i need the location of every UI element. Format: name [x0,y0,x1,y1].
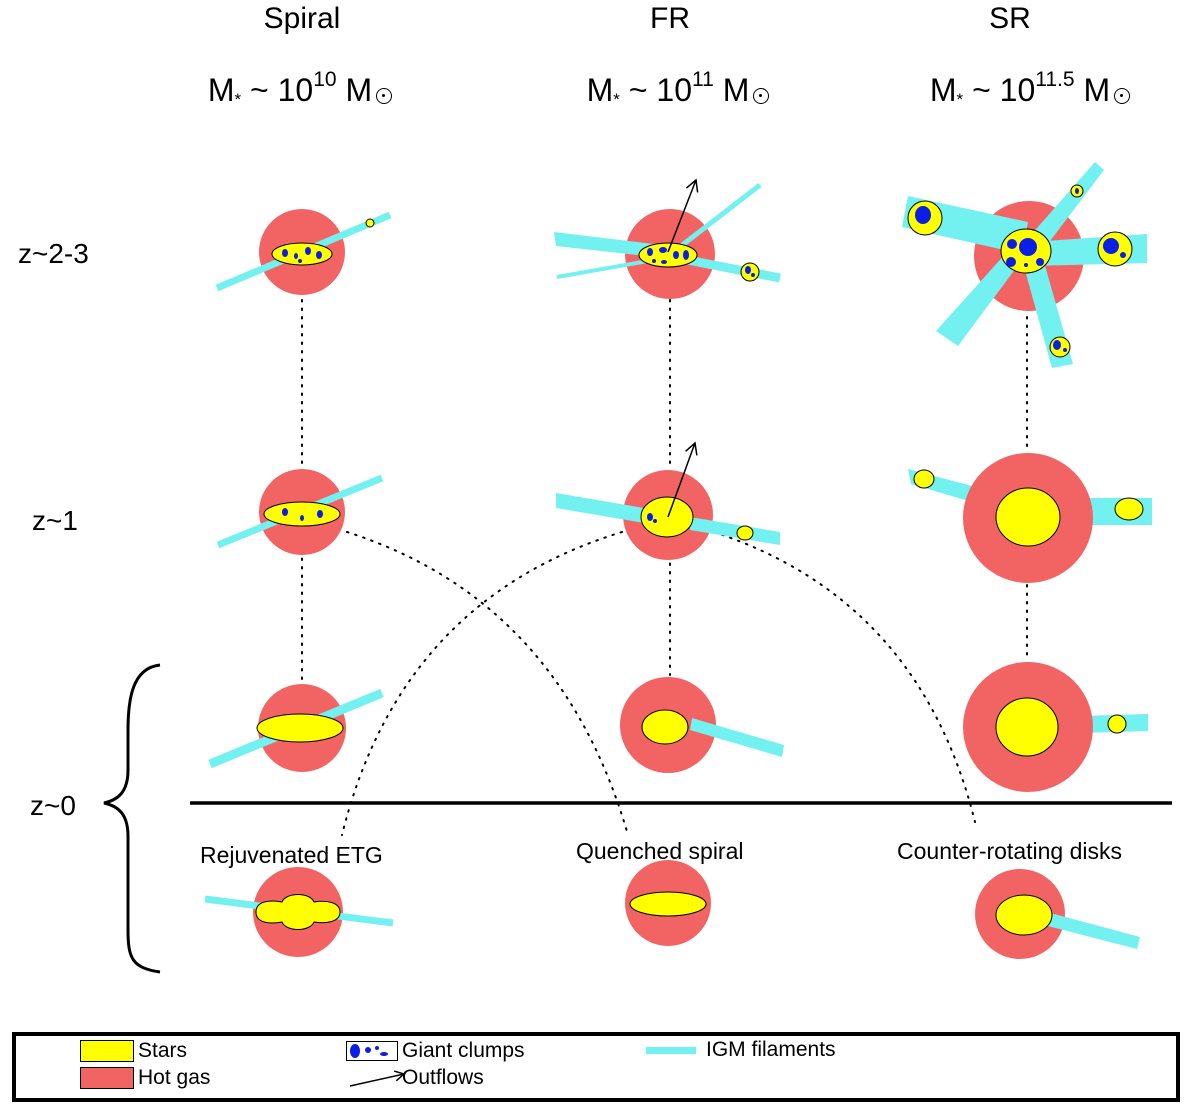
column-title-spiral: Spiral [263,2,341,35]
row-label-z1: z~1 [32,505,78,536]
galaxy-evolution-diagram [103,162,1172,974]
column-title-sr: SR [989,2,1031,35]
legend-outflows-label: Outflows [402,1066,484,1089]
giant-clump [1036,258,1044,266]
giant-clump [652,259,656,263]
igm-filament [554,232,664,258]
outflow-arrow [667,441,698,518]
mass-label-sr: M* ~ 1011.5 M [900,69,1160,109]
legend-filament-swatch [646,1047,696,1054]
igm-filament [556,493,644,523]
giant-clump [1075,188,1079,194]
giant-clump [300,515,304,521]
giant-clump [647,248,653,256]
spiral-z0-galaxy [208,684,384,772]
giant-clump [294,253,298,259]
igm-filament [1040,911,1140,949]
caption-counter-rotating-disks: Counter-rotating disks [897,838,1122,864]
mass-label-spiral: M* ~ 1010 M [170,69,430,109]
satellite-galaxy [1114,497,1144,521]
stellar-disk [995,487,1061,547]
giant-clump [1103,238,1119,254]
spiral-z23-galaxy [215,209,392,295]
sr-z23-galaxy [902,162,1147,368]
giant-clump [745,266,751,274]
giant-clump [1120,252,1126,258]
igm-filament [690,517,780,545]
legend-hot-gas-label: Hot gas [138,1066,211,1089]
fr-z1-galaxy [556,441,780,560]
giant-clump [1007,239,1017,249]
caption-rejuvenated-etg: Rejuvenated ETG [200,842,383,868]
giant-clump [673,251,679,259]
fr-z23-galaxy [554,178,781,299]
legend-hot-gas-swatch [80,1067,134,1089]
giant-clump [305,247,311,255]
stellar-disk [640,496,694,538]
track-fr-to-counter-rotating [713,531,976,823]
z0-brace [103,663,161,974]
giant-clump [751,273,755,277]
igm-filament [670,183,762,255]
giant-clump [1024,263,1028,267]
legend: Stars Hot gas Giant clumps Outflows IGM … [12,1032,1180,1102]
satellite-galaxy [1107,714,1127,734]
giant-clump [647,513,653,521]
mass-label-fr: M* ~ 1011 M [548,69,808,109]
satellite-galaxy [913,469,935,489]
giant-clump [653,519,657,523]
giant-clump [282,249,288,257]
counter-rotating-disks-galaxy [975,869,1140,959]
stellar-disk [263,501,341,527]
stellar-disk [995,894,1053,936]
sr-z0-galaxy [963,662,1148,792]
stellar-disk [995,697,1059,757]
track-spiral-to-quenched [346,531,629,836]
giant-clump [659,247,667,253]
sun-symbol-icon [1114,88,1131,104]
legend-clumps-label: Giant clumps [402,1039,525,1062]
satellite-galaxy [365,218,375,228]
giant-clump [317,510,323,518]
giant-clump [1019,238,1037,256]
giant-clumps-icon [346,1041,398,1061]
legend-filaments-label: IGM filaments [706,1038,836,1061]
caption-quenched-spiral: Quenched spiral [576,838,744,864]
stellar-disk [641,709,689,745]
stellar-disk [256,713,344,743]
row-label-z2-3: z~2-3 [18,238,89,269]
legend-stars-label: Stars [138,1039,188,1062]
stellar-disk [271,242,333,266]
giant-clump [1063,348,1067,352]
giant-clump [316,251,322,259]
evolution-tracks [301,299,1028,836]
quenched-spiral-galaxy [625,860,711,946]
fr-z0-galaxy [620,677,784,773]
stellar-disk [629,891,707,917]
outflow-arrow [667,178,699,253]
giant-clump [683,250,689,260]
track-fr-to-rejuvenated [341,531,623,836]
giant-clump [298,259,302,263]
igm-filament [1030,162,1104,245]
sr-z1-galaxy [908,453,1152,583]
giant-clump [282,508,288,516]
rejuvenated-etg-galaxy [204,867,394,957]
stellar-body [255,894,341,930]
satellite-galaxy [736,525,754,541]
sun-symbol-icon [753,88,770,104]
column-title-fr: FR [650,2,690,35]
row-label-z0: z~0 [30,790,76,821]
giant-clump [661,260,667,264]
giant-clump [1006,257,1016,267]
legend-stars-swatch [80,1040,134,1062]
giant-clump [915,206,931,224]
giant-clump [1053,340,1061,350]
sun-symbol-icon [376,88,393,104]
igm-filament [690,718,784,757]
outflow-arrow-icon [349,1070,406,1087]
spiral-z1-galaxy [216,469,384,555]
